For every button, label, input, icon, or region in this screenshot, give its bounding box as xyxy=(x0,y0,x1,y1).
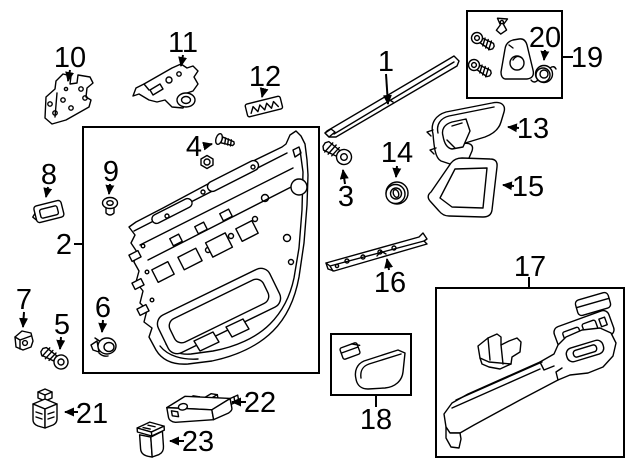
part-label-10: 10 xyxy=(54,42,86,74)
callout-arrow-5 xyxy=(56,336,66,350)
callout-arrow-14 xyxy=(392,165,402,178)
part-17-bracket-drawing xyxy=(477,333,522,370)
callout-arrow-6 xyxy=(98,319,108,333)
part-23-switch-drawing xyxy=(136,421,166,458)
part-label-15: 15 xyxy=(512,171,544,203)
part-18-pocket-drawing xyxy=(339,342,406,390)
part-label-3: 3 xyxy=(338,181,354,213)
part-label-9: 9 xyxy=(103,156,119,188)
part-4-pin-drawing xyxy=(200,132,235,170)
callout-arrow-13 xyxy=(507,123,520,133)
callout-arrow-8 xyxy=(43,186,53,198)
part-19-sail-panel-kit-drawing xyxy=(467,17,557,84)
part-17-armrest-assembly-drawing xyxy=(443,291,617,449)
part-5-screw-drawing xyxy=(40,346,69,370)
part-8-bezel-drawing xyxy=(32,199,65,224)
part-label-20: 20 xyxy=(529,22,561,54)
part-label-19: 19 xyxy=(571,42,603,74)
part-label-13: 13 xyxy=(517,113,549,145)
callout-arrow-12 xyxy=(259,87,269,98)
group-box-18 xyxy=(330,333,412,396)
part-11-bracket-drawing xyxy=(132,63,199,109)
callout-arrow-11 xyxy=(178,54,188,67)
part-label-7: 7 xyxy=(16,284,32,316)
part-22-master-switch-drawing xyxy=(166,393,240,424)
part-label-4: 4 xyxy=(186,131,202,163)
callout-arrow-10 xyxy=(65,69,75,82)
callout-arrow-15 xyxy=(502,181,515,191)
callout-arrow-20 xyxy=(540,49,550,61)
part-label-21: 21 xyxy=(76,398,108,430)
part-6-clip-drawing xyxy=(90,337,117,357)
callout-arrow-1 xyxy=(382,73,392,105)
callout-arrow-16 xyxy=(384,258,394,271)
part-21-switch-drawing xyxy=(32,388,58,429)
part-label-23: 23 xyxy=(182,426,214,458)
part-label-6: 6 xyxy=(95,292,111,324)
part-13-handle-bezel-drawing xyxy=(426,101,506,166)
part-16-retainer-strip-drawing xyxy=(325,232,428,272)
part-7-clip-drawing xyxy=(14,330,34,351)
part-3-screw-drawing xyxy=(322,140,353,166)
group-box-19 xyxy=(466,10,563,99)
part-label-14: 14 xyxy=(381,137,413,169)
callout-arrow-4 xyxy=(202,141,213,151)
part-9-screw-drawing xyxy=(101,196,119,216)
callout-arrow-3 xyxy=(339,169,349,185)
part-label-16: 16 xyxy=(374,267,406,299)
part-2-door-panel-drawing xyxy=(128,130,309,365)
part-label-11: 11 xyxy=(168,27,198,59)
part-15-trim-ring-drawing xyxy=(427,157,498,218)
part-20-nut-drawing xyxy=(530,64,557,84)
callout-arrow-7 xyxy=(19,311,29,328)
part-label-1: 1 xyxy=(378,46,394,78)
part-label-22: 22 xyxy=(244,387,276,419)
part-label-17: 17 xyxy=(514,251,546,283)
part-14-grommet-drawing xyxy=(385,181,409,205)
part-label-2: 2 xyxy=(56,229,72,261)
part-1-belt-molding-drawing xyxy=(324,55,460,138)
part-label-5: 5 xyxy=(54,309,70,341)
part-10-bracket-drawing xyxy=(44,73,94,125)
part-label-8: 8 xyxy=(41,159,57,191)
part-12-retainer-drawing xyxy=(244,95,284,118)
part-label-12: 12 xyxy=(249,61,281,93)
callout-arrow-9 xyxy=(105,183,115,195)
group-box-2 xyxy=(82,126,320,374)
part-label-18: 18 xyxy=(360,404,392,436)
